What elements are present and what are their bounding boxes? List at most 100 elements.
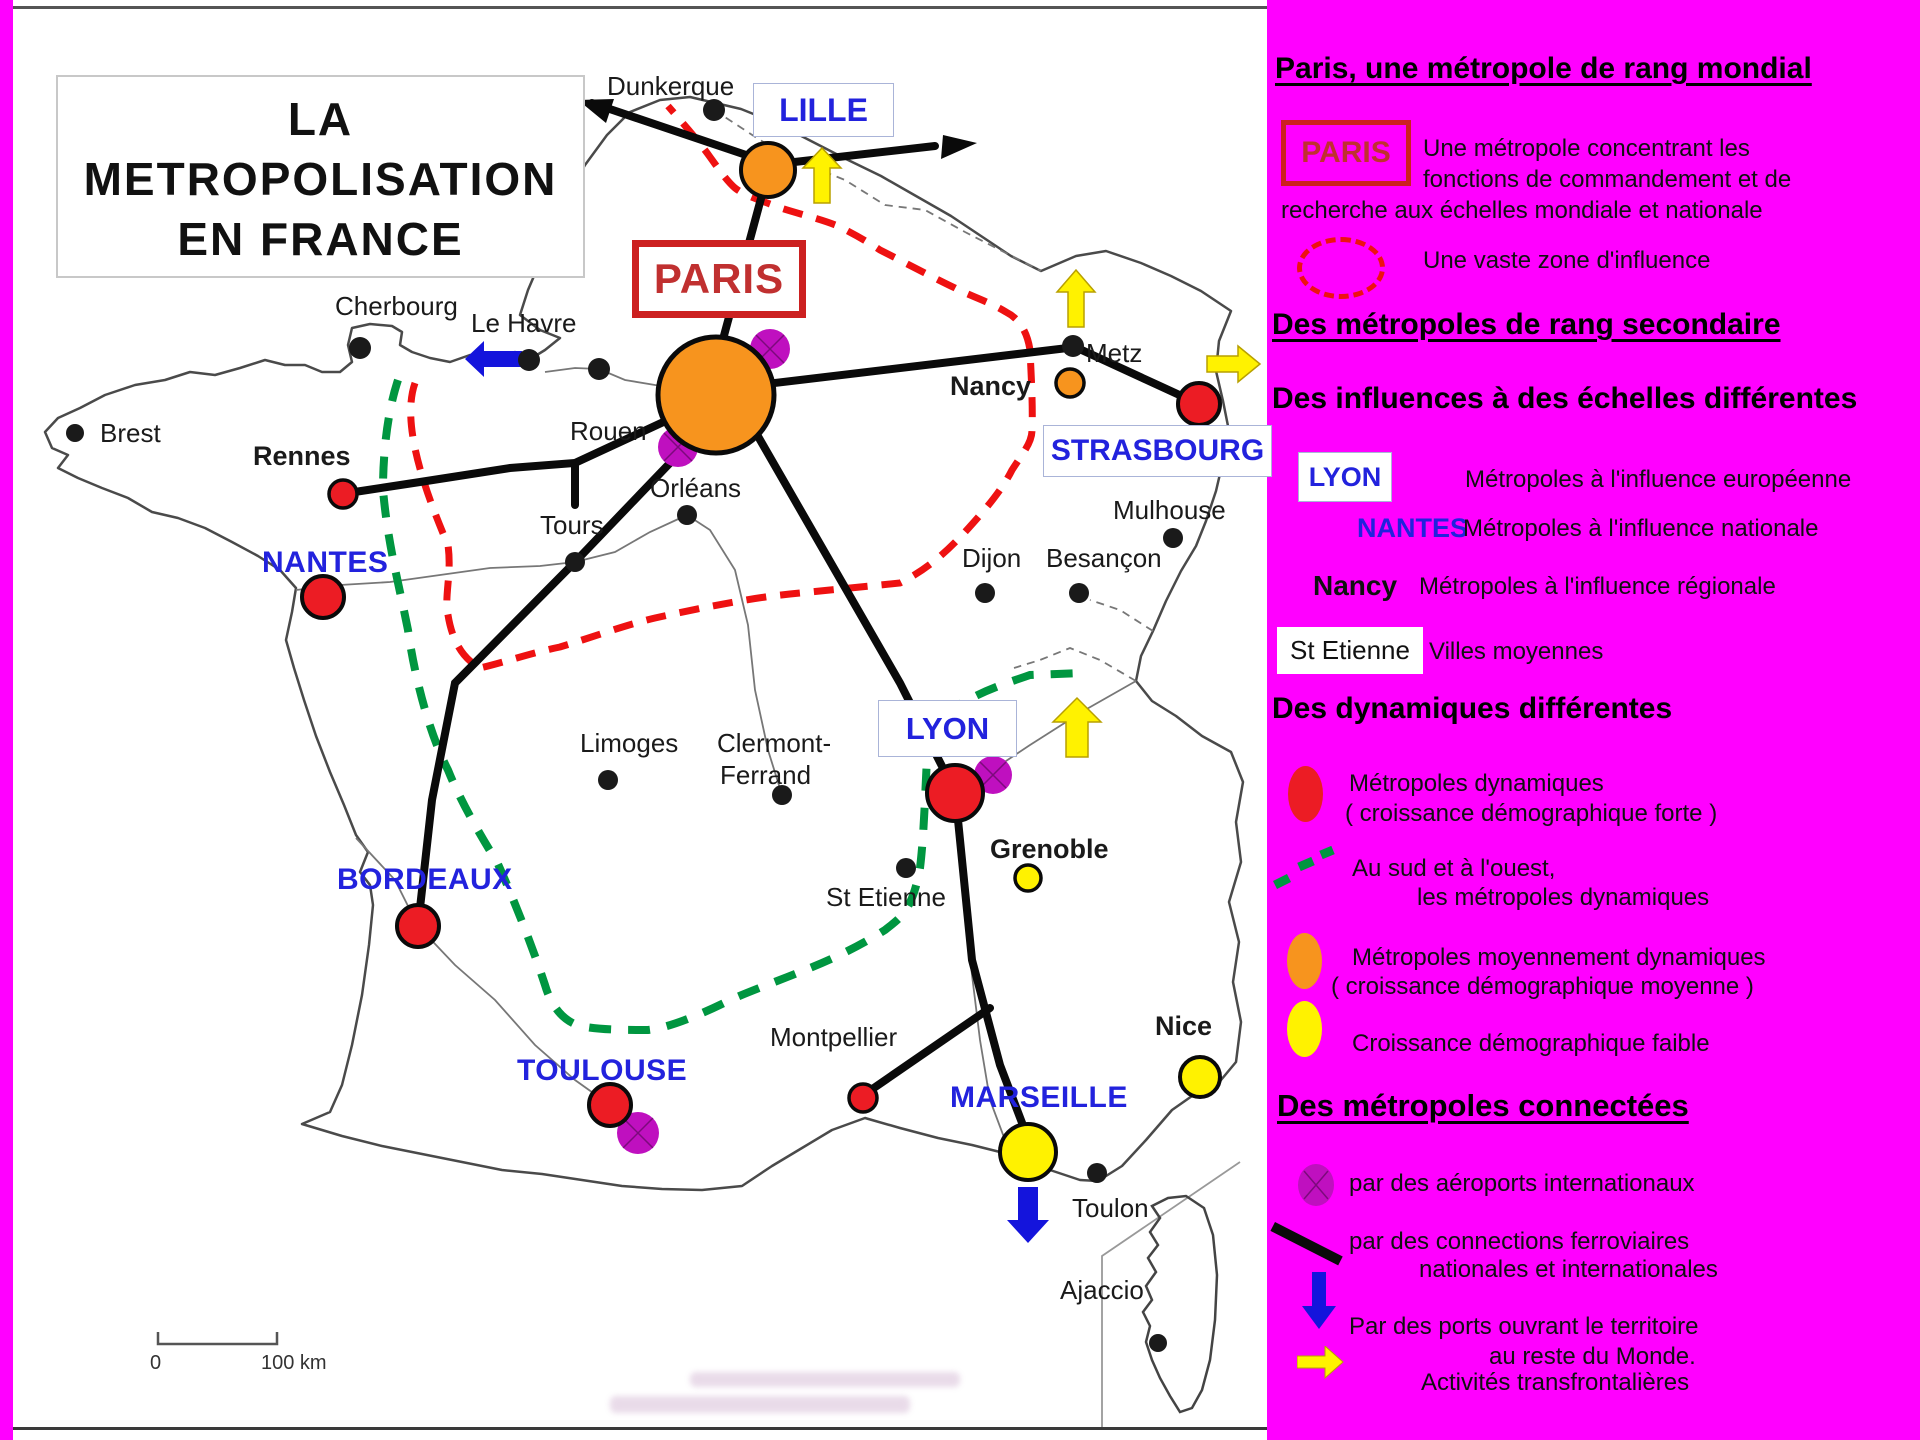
circle-toulouse <box>587 1082 633 1128</box>
metropole-circles <box>300 141 1222 1182</box>
legend-heading-dynamics: Des dynamiques différentes <box>1272 692 1673 725</box>
label-stetienne: St Etienne <box>826 882 946 912</box>
map-title-line2: METROPOLISATION <box>83 153 558 205</box>
label-nancy: Nancy <box>950 371 1032 401</box>
legend-lyon-label: LYON <box>1308 461 1382 492</box>
faint-watermark <box>610 1396 910 1413</box>
circle-paris <box>655 334 777 456</box>
airport-toulouse <box>617 1112 659 1154</box>
legend-paris-desc1: Une métropole concentrant les <box>1423 135 1750 162</box>
legend-dyn2-line2: ( croissance démographique moyenne ) <box>1331 973 1754 1000</box>
label-brest: Brest <box>100 418 161 448</box>
legend-dyn2-line1: Métropoles moyennement dynamiques <box>1352 944 1766 971</box>
scale-bar <box>156 1332 279 1346</box>
label-ajaccio: Ajaccio <box>1060 1275 1144 1305</box>
arrowhead-east <box>941 135 977 159</box>
ajaccio-dot <box>1149 1334 1167 1352</box>
legend-stetienne-desc: Villes moyennes <box>1429 638 1604 665</box>
label-clermont-line1: Clermont- <box>717 728 832 758</box>
influence-zone-icon <box>1297 237 1385 299</box>
label-box-lyon: LYON <box>878 700 1017 757</box>
legend-paris-desc3: recherche aux échelles mondiale et natio… <box>1281 197 1763 224</box>
circle-marseille <box>998 1122 1058 1182</box>
label-rennes: Rennes <box>253 441 351 471</box>
label-rouen: Rouen <box>570 416 647 446</box>
label-lille: LILLE <box>779 91 868 128</box>
label-nantes: NANTES <box>262 546 389 579</box>
red-dashed-influence-zone <box>407 103 1036 672</box>
circle-rennes <box>327 478 359 510</box>
legend-nancy-desc: Métropoles à l'influence régionale <box>1419 573 1776 600</box>
label-besancon: Besançon <box>1046 543 1162 573</box>
yellow-arrow-lille-up <box>801 146 843 204</box>
legend-stetienne-label: St Etienne <box>1290 635 1410 665</box>
legend-stetienne-box: St Etienne <box>1277 627 1423 674</box>
label-box-paris: PARIS <box>632 240 806 318</box>
rail-paris-tours-bordeaux <box>416 436 696 912</box>
yellow-arrow-metz-up <box>1055 268 1097 328</box>
label-grenoble: Grenoble <box>990 834 1109 864</box>
label-toulon: Toulon <box>1072 1193 1149 1223</box>
label-box-strasbourg: STRASBOURG <box>1043 425 1272 477</box>
label-toulouse: TOULOUSE <box>517 1054 688 1087</box>
dynamic-metropole-icon <box>1288 766 1323 822</box>
legend-green-line2: les métropoles dynamiques <box>1417 884 1710 911</box>
legend-paris-box: PARIS <box>1281 120 1411 186</box>
legend-heading-paris: Paris, une métropole de rang mondial <box>1275 52 1812 85</box>
label-lehavre: Le Havre <box>471 308 577 338</box>
legend-green-line1: Au sud et à l'ouest, <box>1352 855 1556 882</box>
top-border-line <box>13 6 1267 9</box>
circle-strasbourg <box>1176 381 1222 427</box>
circle-bordeaux <box>395 903 441 949</box>
label-cherbourg: Cherbourg <box>335 291 458 321</box>
circle-grenoble <box>1013 863 1043 893</box>
yellow-arrows <box>801 146 1262 758</box>
label-marseille: MARSEILLE <box>950 1081 1128 1114</box>
scale-100km: 100 km <box>261 1352 327 1374</box>
legend-nancy-label: Nancy <box>1313 570 1398 601</box>
legend-transborder-desc: Activités transfrontalières <box>1421 1369 1690 1396</box>
rail-connection-icon <box>1270 1222 1343 1266</box>
label-metz: Metz <box>1086 338 1143 368</box>
blue-arrow-lehavre-left <box>465 341 522 377</box>
map-title-line3: EN FRANCE <box>177 213 464 265</box>
france-outline <box>43 95 1245 1192</box>
circle-lyon <box>925 763 985 823</box>
rail-montpellier-link <box>864 1004 994 1096</box>
rail-arrowheads <box>578 99 977 159</box>
legend-ports-line2: au reste du Monde. <box>1489 1343 1696 1370</box>
legend-lyon-desc: Métropoles à l'influence européenne <box>1465 466 1852 493</box>
corsica-inset <box>1101 1161 1241 1427</box>
green-dash-icon <box>1272 845 1335 890</box>
legend-dyn1-line1: Métropoles dynamiques <box>1349 770 1604 797</box>
label-dunkerque: Dunkerque <box>607 71 735 101</box>
transborder-arrow-icon <box>1297 1346 1344 1379</box>
label-orleans: Orléans <box>650 473 742 503</box>
map-title: LA METROPOLISATION EN FRANCE <box>56 75 585 278</box>
legend-heading-influences: Des influences à des échelles différente… <box>1272 382 1858 415</box>
left-magenta-strip <box>0 0 13 1440</box>
label-box-lille: LILLE <box>753 83 894 137</box>
map-bottom-border <box>13 1427 1267 1430</box>
label-tours: Tours <box>540 510 604 540</box>
rail-paris-rennes <box>344 401 704 497</box>
label-mulhouse: Mulhouse <box>1113 495 1226 525</box>
scale-zero: 0 <box>150 1352 162 1374</box>
label-clermont-line2: Ferrand <box>720 760 812 790</box>
legend-rail-line1: par des connections ferroviaires <box>1349 1228 1690 1255</box>
circle-nice <box>1178 1055 1222 1099</box>
legend-heading-connected: Des métropoles connectées <box>1277 1088 1689 1123</box>
legend-heading-secondary: Des métropoles de rang secondaire <box>1272 308 1781 341</box>
blue-arrows <box>465 341 1049 1243</box>
label-nice: Nice <box>1155 1011 1213 1041</box>
weak-growth-icon <box>1287 1001 1322 1057</box>
rail-lille-east <box>764 142 939 169</box>
legend-air-desc: par des aéroports internationaux <box>1349 1170 1695 1197</box>
circle-nantes <box>300 574 346 620</box>
label-bordeaux: BORDEAUX <box>337 863 513 896</box>
airport-icon <box>1298 1164 1334 1206</box>
legend-nantes-label: NANTES <box>1357 513 1469 543</box>
legend-rail-line2: nationales et internationales <box>1419 1256 1718 1283</box>
legend-dyn3: Croissance démographique faible <box>1352 1030 1710 1057</box>
